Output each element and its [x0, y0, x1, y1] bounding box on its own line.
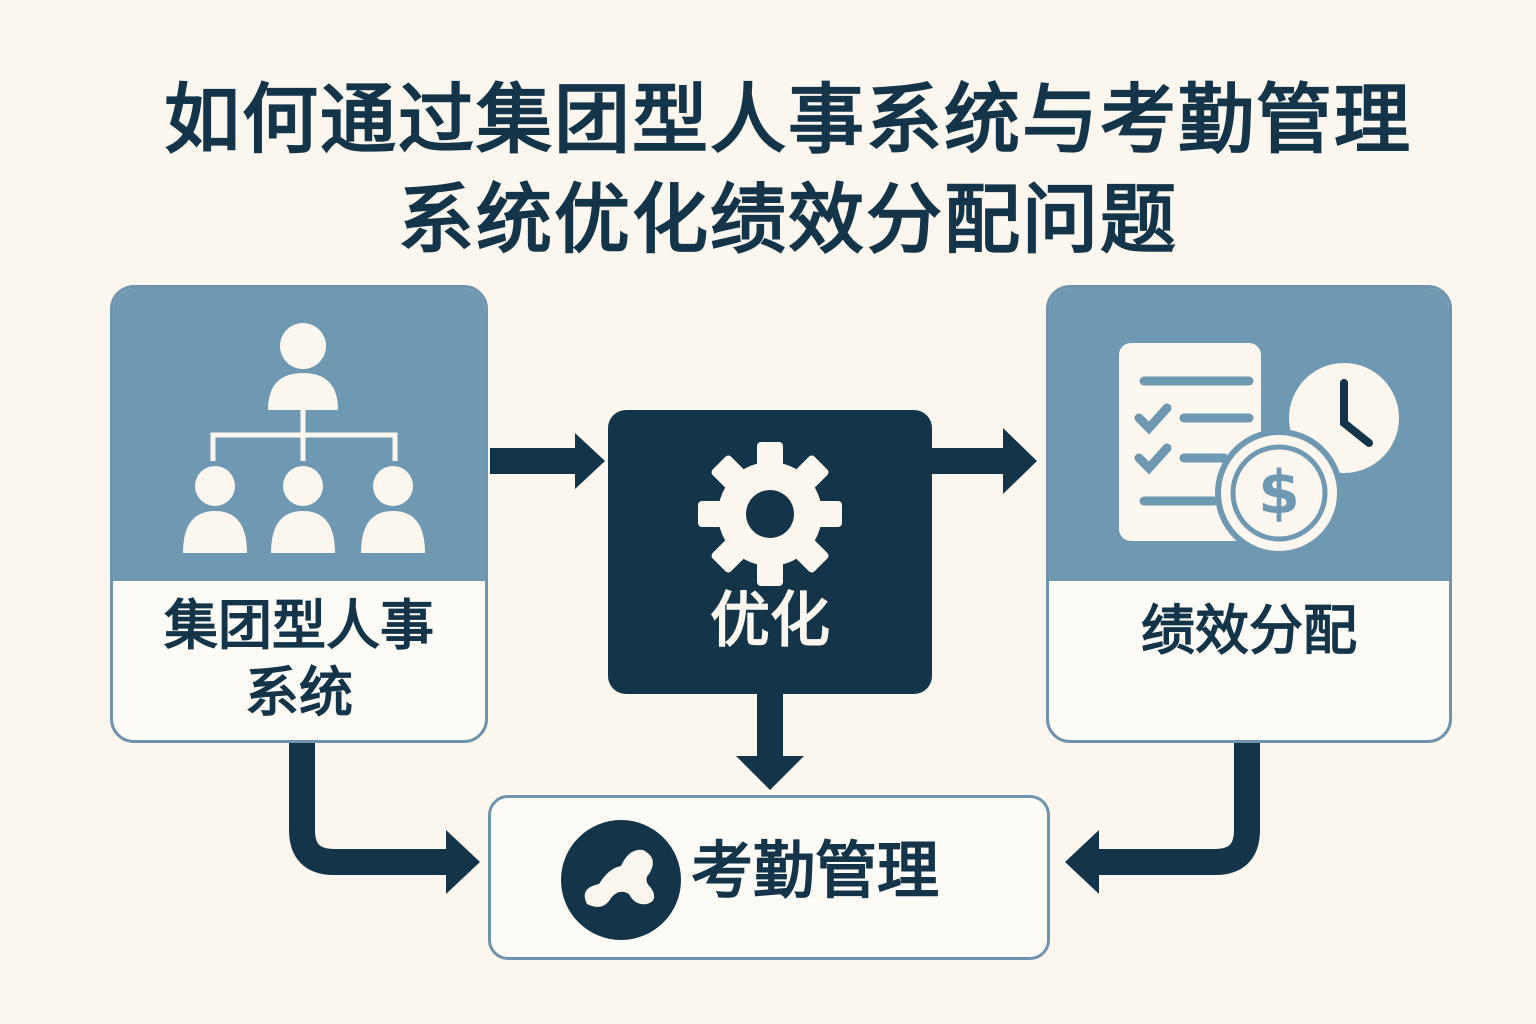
checklist-clock-dollar-icon: $: [1119, 343, 1404, 557]
arrow-performance-to-attendance: [1095, 743, 1260, 875]
title-line-1: 如何通过集团型人事系统与考勤管理: [164, 75, 1412, 164]
hr-system-label-1: 集团型人事: [164, 594, 434, 657]
gear-icon: [698, 442, 842, 586]
org-chart-icon: [183, 323, 425, 553]
attendance-node: 考勤管理: [488, 795, 1050, 960]
svg-text:$: $: [1258, 458, 1300, 528]
optimize-label: 优化: [710, 586, 830, 656]
arrow-hr-to-attendance: [289, 743, 452, 875]
performance-node: $ 绩效分配: [1046, 285, 1452, 743]
optimize-node: 优化: [608, 410, 932, 694]
hr-system-node: 集团型人事 系统: [110, 285, 488, 743]
attendance-label: 考勤管理: [691, 834, 940, 907]
title-line-2: 系统优化绩效分配问题: [398, 175, 1178, 264]
attendance-icon: [561, 820, 681, 940]
performance-label: 绩效分配: [1141, 599, 1357, 662]
hr-system-label-2: 系统: [245, 661, 353, 724]
